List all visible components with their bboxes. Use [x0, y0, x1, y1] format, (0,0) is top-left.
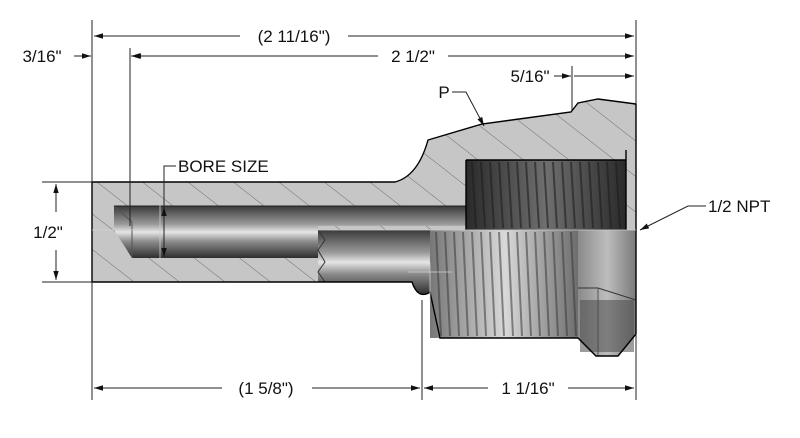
thread-ridge: [480, 231, 487, 337]
internal-thread-ridge: [516, 161, 522, 229]
internal-thread-ridge: [471, 161, 477, 229]
thread-ridge: [471, 231, 478, 337]
thread-ridge: [498, 231, 505, 337]
dim-shank-length: (1 5/8"): [91, 282, 423, 400]
dim-shank-diameter: 1/2": [33, 181, 92, 283]
internal-thread-ridge: [489, 161, 495, 229]
dim-hex-length: 5/16": [510, 66, 634, 110]
thread-length-label: 1 1/16": [501, 379, 554, 398]
internal-thread-ridge: [588, 161, 594, 229]
thread-ridge: [570, 231, 577, 337]
internal-thread-ridge: [543, 161, 549, 229]
shank-length-label: (1 5/8"): [238, 379, 293, 398]
lower-body: [317, 229, 430, 295]
internal-thread-ridge: [525, 161, 531, 229]
internal-thread-ridge: [606, 161, 612, 229]
internal-thread-ridge: [552, 161, 558, 229]
thread-ridge: [552, 231, 559, 337]
thread-ridge: [516, 231, 523, 337]
tip-thickness-label: 3/16": [22, 47, 61, 66]
internal-thread-ridge: [534, 161, 540, 229]
hex-length-label: 5/16": [510, 67, 549, 86]
internal-thread-ridge: [570, 161, 576, 229]
thread-ridge: [525, 231, 532, 337]
bore-size-label: BORE SIZE: [178, 157, 269, 176]
thread-ridge: [462, 231, 469, 337]
thread-ridge: [444, 231, 451, 337]
p-leader: P: [438, 83, 485, 127]
dim-thread-length: 1 1/16": [424, 334, 637, 400]
shank-diameter-label: 1/2": [33, 223, 63, 242]
insertion-length-label: 2 1/2": [391, 47, 435, 66]
dim-overall-length: (2 11/16"): [91, 20, 637, 182]
p-label: P: [438, 83, 449, 102]
hex-body: [578, 230, 637, 356]
internal-thread-ridge: [597, 161, 603, 229]
internal-thread-ridge: [480, 161, 486, 229]
overall-length-label: (2 11/16"): [258, 27, 331, 46]
internal-thread-ridge: [561, 161, 567, 229]
internal-thread-ridge: [579, 161, 585, 229]
thread-ridge: [561, 231, 568, 337]
dim-tip-thickness: 3/16": [22, 47, 148, 66]
internal-thread-ridge: [507, 161, 513, 229]
dim-insertion-length: 2 1/2": [129, 47, 634, 226]
dim-bore-size: BORE SIZE: [161, 157, 269, 257]
thread-ridge: [543, 231, 550, 337]
thread-spec-label: 1/2 NPT: [708, 197, 770, 216]
internal-thread-ridge: [615, 161, 621, 229]
thread-ridge: [453, 231, 460, 337]
internal-thread-ridge: [498, 161, 504, 229]
thread-ridge: [435, 231, 442, 337]
thread-ridge: [489, 231, 496, 337]
bore: [113, 205, 466, 258]
thread-ridge: [534, 231, 541, 337]
thread-ridge: [507, 231, 514, 337]
npt-leader: 1/2 NPT: [639, 197, 770, 231]
external-thread: [430, 230, 580, 338]
internal-thread: [466, 160, 626, 230]
